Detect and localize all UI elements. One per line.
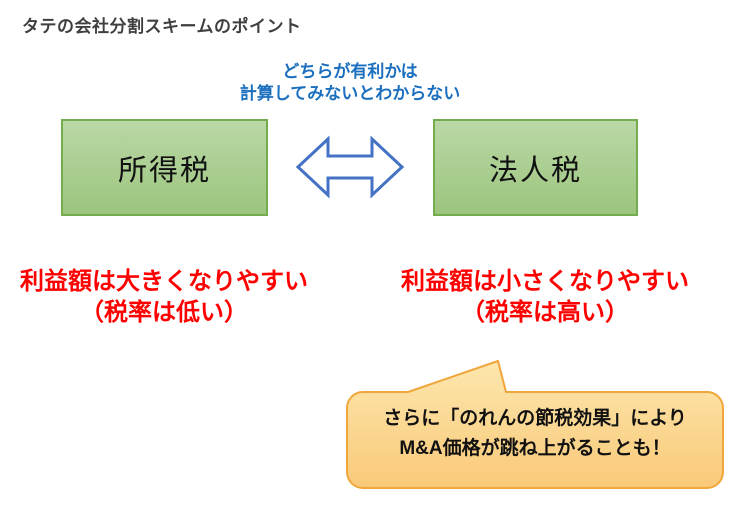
comparison-note: どちらが有利かは 計算してみないとわからない — [0, 61, 700, 105]
corporate-tax-label: 法人税 — [488, 154, 582, 187]
income-tax-profit-note-line2: （税率は低い） — [80, 299, 248, 326]
income-tax-box: 所得税 — [61, 119, 268, 216]
income-tax-profit-note: 利益額は大きくなりやすい （税率は低い） — [4, 266, 324, 328]
corporate-tax-profit-note-line2: （税率は高い） — [461, 299, 629, 326]
double-arrow-icon — [294, 135, 406, 199]
corporate-tax-box: 法人税 — [433, 119, 638, 216]
speech-bubble-line1: さらに「のれんの節税効果」により — [383, 408, 687, 429]
speech-bubble-line2: M&A価格が跳ね上がることも！ — [399, 438, 671, 459]
page-title: タテの会社分割スキームのポイント — [22, 17, 302, 36]
comparison-note-line2: 計算してみないとわからない — [239, 84, 461, 103]
corporate-tax-profit-note: 利益額は小さくなりやすい （税率は高い） — [380, 266, 710, 328]
speech-bubble-shape — [345, 359, 726, 491]
speech-bubble-text: さらに「のれんの節税効果」により M&A価格が跳ね上がることも！ — [347, 404, 723, 464]
income-tax-label: 所得税 — [117, 154, 211, 187]
corporate-tax-profit-note-line1: 利益額は小さくなりやすい — [401, 268, 689, 295]
income-tax-profit-note-line1: 利益額は大きくなりやすい — [20, 268, 308, 295]
comparison-note-line1: どちらが有利かは — [282, 62, 418, 81]
